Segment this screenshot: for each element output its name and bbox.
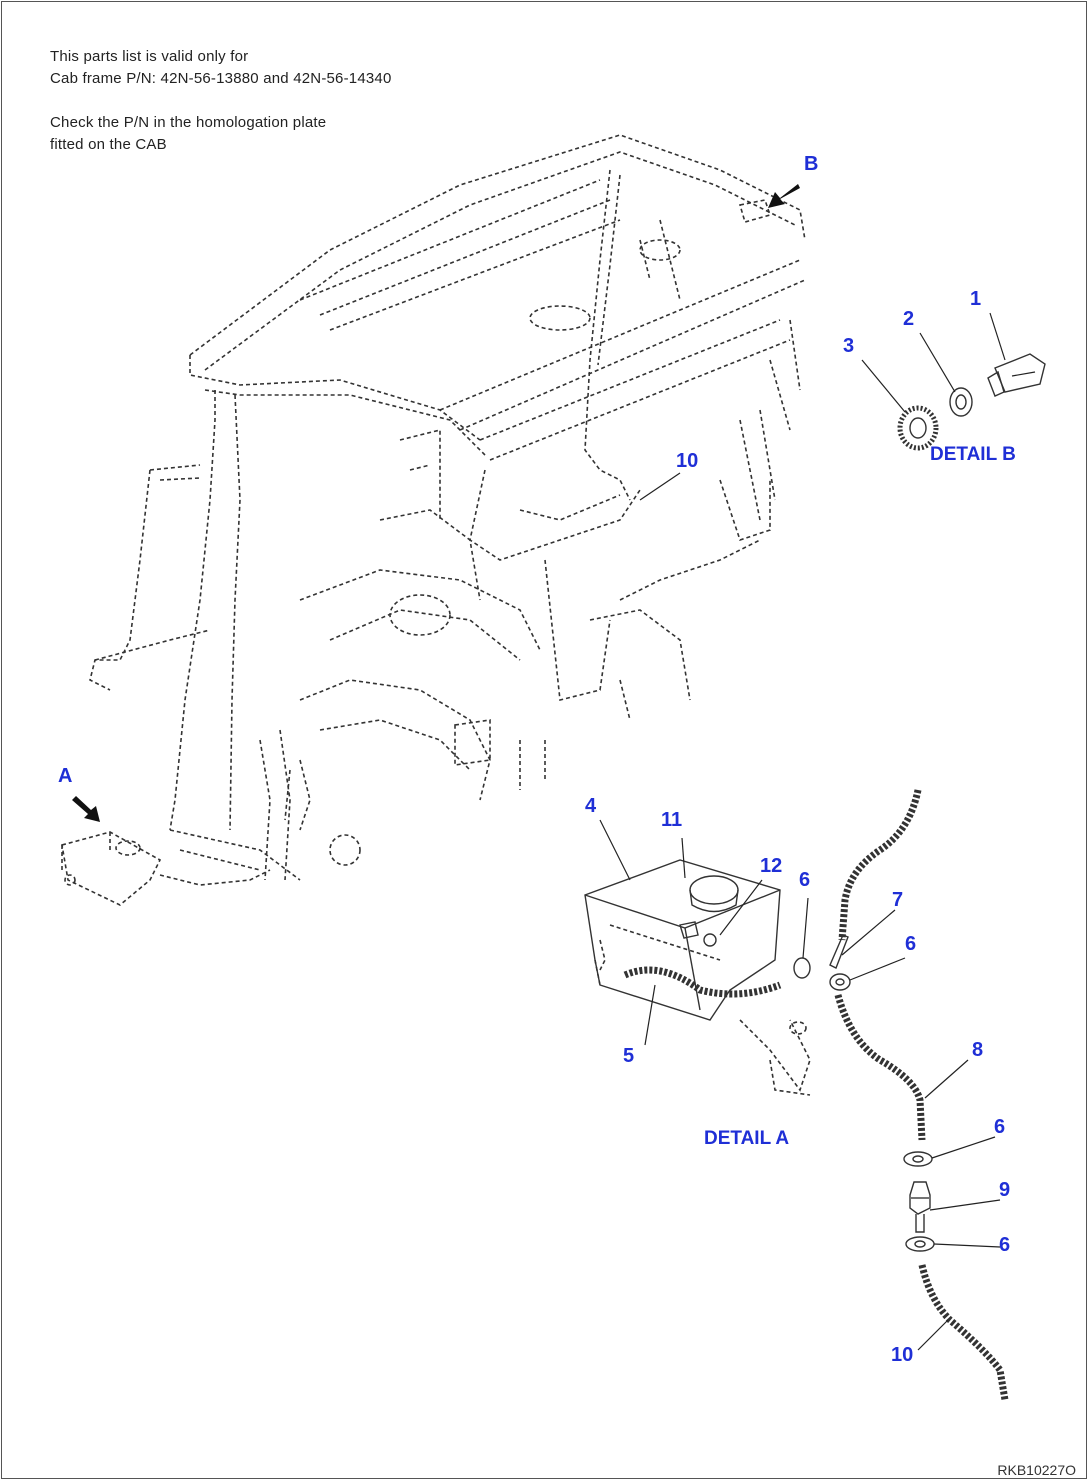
view-arrow-a xyxy=(72,796,100,822)
washer-tank-overview xyxy=(61,831,162,906)
callout-6-c: 6 xyxy=(994,1116,1006,1138)
callout-5: 5 xyxy=(623,1045,635,1067)
detail-a-label: DETAIL A xyxy=(704,1128,790,1149)
callout-6-b: 6 xyxy=(905,933,917,955)
callout-9: 9 xyxy=(999,1179,1011,1201)
drawing-number: RKB10227O xyxy=(997,1462,1076,1478)
validity-note-line-3: Check the P/N in the homologation plate xyxy=(50,114,327,131)
callout-6-a: 6 xyxy=(799,869,811,891)
callout-3: 3 xyxy=(843,335,855,357)
validity-note-line-2: Cab frame P/N: 42N-56-13880 and 42N-56-1… xyxy=(50,70,392,87)
validity-note-line-4: fitted on the CAB xyxy=(50,136,167,153)
callout-10-lower: 10 xyxy=(891,1344,914,1366)
hose-part-8 xyxy=(834,994,926,1141)
callout-7: 7 xyxy=(892,889,904,911)
callout-1: 1 xyxy=(970,288,982,310)
callout-4: 4 xyxy=(585,795,597,817)
connector-part-9 xyxy=(909,1181,931,1233)
view-arrow-b xyxy=(768,184,800,208)
callout-8: 8 xyxy=(972,1039,984,1061)
view-marker-b: B xyxy=(804,153,819,175)
pump-hose-part-5 xyxy=(623,966,782,998)
callout-11: 11 xyxy=(661,809,683,831)
callout-12: 12 xyxy=(760,855,783,877)
view-marker-a: A xyxy=(58,765,73,787)
callout-2: 2 xyxy=(903,308,915,330)
upper-hose-extension xyxy=(838,789,922,941)
detail-b-label: DETAIL B xyxy=(930,444,1016,465)
nozzle-part-1 xyxy=(987,353,1046,397)
pipe-part-7 xyxy=(829,934,849,969)
validity-note-line-1: This parts list is valid only for xyxy=(50,48,249,65)
washer-tank-part-4 xyxy=(584,859,811,1096)
callout-10-upper: 10 xyxy=(676,450,699,472)
callout-6-d: 6 xyxy=(999,1234,1011,1256)
clamps-part-6 xyxy=(793,957,935,1252)
cab-frame-drawing xyxy=(89,134,806,886)
hose-part-10 xyxy=(918,1264,1009,1401)
cap-part-3 xyxy=(897,405,939,451)
leader-lines xyxy=(599,312,1006,1351)
grommet-part-2 xyxy=(949,387,973,417)
